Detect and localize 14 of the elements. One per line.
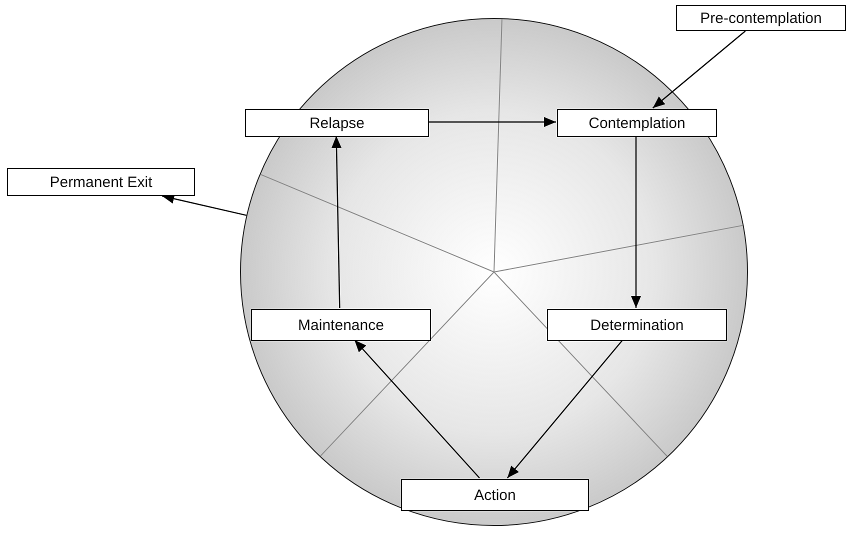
stage-label-box: Relapse — [245, 109, 429, 137]
stage-label-box: Action — [401, 479, 589, 511]
arrow — [506, 340, 624, 478]
stage-label-box: Contemplation — [557, 109, 717, 137]
arrow — [354, 340, 480, 478]
stage-label-box: Maintenance — [251, 309, 431, 341]
stage-label-box: Determination — [547, 309, 727, 341]
arrow — [332, 136, 342, 308]
arrow — [428, 117, 556, 127]
arrow — [652, 30, 746, 108]
stage-label-box: Pre-contemplation — [676, 5, 846, 31]
arrow — [631, 136, 641, 308]
stage-label-box: Permanent Exit — [7, 168, 195, 196]
arrow — [162, 194, 247, 216]
